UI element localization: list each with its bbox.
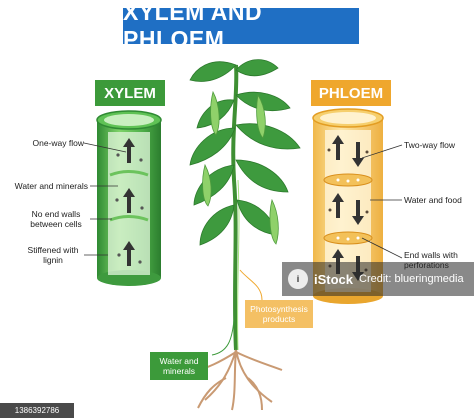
photosynthesis-flow-line	[239, 269, 263, 301]
leaf	[235, 159, 289, 193]
leader-line	[83, 142, 127, 153]
arrow-up	[127, 145, 131, 163]
xylem-flow-arrows	[123, 138, 135, 266]
xylem-lignin-ring	[109, 215, 149, 222]
watermark-logo-icon: i	[288, 269, 308, 289]
leaf	[235, 59, 279, 77]
label-water-and-food: Water and food	[404, 195, 462, 205]
xylem-lignin-ring	[109, 170, 149, 177]
arrow-down	[356, 142, 360, 160]
arrow-up	[127, 195, 131, 213]
watermark-credit: Credit: blueringmedia	[359, 273, 464, 285]
label-no-end-walls: No end walls between cells	[30, 209, 82, 229]
arrow-down	[356, 200, 360, 218]
arrow-up	[127, 248, 131, 266]
arrow-up	[123, 241, 135, 250]
arrow-up	[123, 188, 135, 197]
arrow-up	[336, 200, 340, 218]
plant-leaves	[189, 59, 301, 246]
phloem-leader-lines	[361, 144, 403, 259]
leaf	[235, 91, 291, 112]
leaf	[189, 127, 236, 166]
plant-pods	[202, 90, 279, 245]
pod	[210, 90, 220, 136]
phloem-sieve-plates	[323, 173, 373, 245]
leader-line	[361, 237, 403, 259]
arrow-up	[123, 138, 135, 147]
water-minerals-label: Water and minerals	[150, 352, 208, 380]
leader-line	[361, 144, 403, 159]
label-two-way-flow: Two-way flow	[404, 140, 456, 150]
xylem-vessel	[96, 110, 162, 286]
diagram-title: XYLEM AND PHLOEM	[123, 0, 359, 52]
arrow-down	[352, 216, 364, 225]
arrow-down	[352, 158, 364, 167]
stem-highlight	[237, 179, 240, 351]
arrow-up	[336, 142, 340, 160]
plant-illustration	[189, 59, 301, 411]
label-water-and-minerals: Water and minerals	[14, 181, 88, 191]
stock-watermark: i iStock Credit: blueringmedia	[282, 262, 474, 296]
leaf	[189, 61, 237, 82]
xylem-particles	[115, 153, 144, 264]
pod	[269, 198, 279, 245]
leaf	[199, 204, 235, 246]
pod	[202, 163, 212, 207]
plant-stem	[231, 64, 239, 351]
xylem-heading: XYLEM	[95, 80, 165, 106]
photosynthesis-products-label: Photosynthesis products	[245, 300, 313, 328]
leaf	[193, 164, 235, 206]
label-one-way-flow: One-way flow	[32, 138, 85, 148]
phloem-heading: PHLOEM	[311, 80, 391, 106]
phloem-top-opening	[320, 112, 376, 124]
pod	[256, 93, 266, 139]
arrow-up	[332, 135, 344, 144]
watermark-brand: iStock	[314, 271, 354, 287]
plant-roots	[191, 349, 283, 411]
xylem-top-opening	[104, 114, 154, 126]
leaf	[235, 123, 301, 150]
stock-id-tag: 1386392786	[0, 403, 74, 418]
xylem-leader-lines	[83, 142, 127, 256]
arrow-up	[332, 193, 344, 202]
water-flow-line	[211, 319, 235, 356]
arrow-up	[332, 249, 344, 258]
label-stiffened-with-lignin: Stiffened with lignin	[27, 245, 79, 265]
